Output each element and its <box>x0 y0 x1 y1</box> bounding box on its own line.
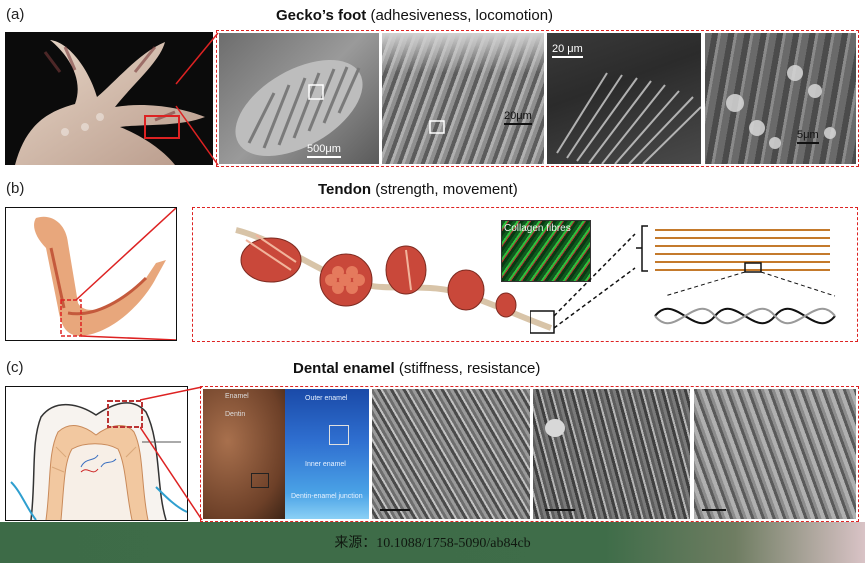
source-footer <box>0 522 865 563</box>
panel-a-scale-1-text: 500μm <box>307 143 341 155</box>
enamel-prisms-sem-1 <box>372 389 530 519</box>
enamel-prisms-sem-3 <box>694 389 856 519</box>
tendon-hierarchy-illustration <box>235 227 553 331</box>
panel-b-detail-frame <box>192 207 858 342</box>
sem-lamellae-image: 500μm <box>219 33 379 164</box>
dej-label: Dentin-enamel junction <box>291 493 363 500</box>
enamel-section-image: Enamel Dentin <box>203 389 285 519</box>
panel-b-title-bold: Tendon <box>318 181 372 198</box>
panel-a-scale-4: 5μm <box>797 129 819 144</box>
panel-a-scale-4-text: 5μm <box>797 129 819 141</box>
sem-setae-image: 20μm <box>382 33 544 164</box>
dentin-label: Dentin <box>225 411 246 418</box>
panel-a-scale-3: 20 μm <box>552 43 583 58</box>
panel-b-title-rest: (strength, movement) <box>371 181 518 198</box>
panel-c-title-rest: (stiffness, resistance) <box>394 360 541 377</box>
panel-a-sem-frame <box>216 30 859 167</box>
collagen-fibres-inset: Collagen fibres <box>501 220 591 282</box>
panel-b-title: Tendon (strength, movement) <box>318 181 518 198</box>
panel-a-scale-3-text: 20 μm <box>552 43 583 55</box>
collagen-fibres-label: Collagen fibres <box>504 223 571 234</box>
source-citation: 来源：10.1088/1758-5090/ab84cb <box>334 536 531 551</box>
panel-a-letter: (a) <box>6 6 25 23</box>
enamel-prisms-sem-2 <box>533 389 690 519</box>
panel-b-letter: (b) <box>6 180 25 197</box>
outer-enamel-label: Outer enamel <box>305 395 348 402</box>
enamel-label: Enamel <box>225 393 249 400</box>
sem-setae-closeup-image: 20 μm <box>547 33 701 164</box>
panel-c-title-bold: Dental enamel <box>293 360 395 377</box>
sem-spatulae-image: 5μm <box>705 33 856 164</box>
panel-c-zoom-lines <box>140 386 203 521</box>
enamel-layers-image: Outer enamel Inner enamel Dentin-enamel … <box>285 389 369 519</box>
collagen-molecule-diagram <box>530 225 836 334</box>
panel-c-detail-frame <box>200 386 859 522</box>
panel-c-letter: (c) <box>6 359 24 376</box>
panel-a-scale-2: 20μm <box>504 110 532 125</box>
panel-a-title-bold: Gecko’s foot <box>276 7 367 24</box>
panel-c-title: Dental enamel (stiffness, resistance) <box>293 360 540 377</box>
panel-a-title-rest: (adhesiveness, locomotion) <box>366 7 554 24</box>
inner-enamel-label: Inner enamel <box>305 461 346 468</box>
panel-a-scale-2-text: 20μm <box>504 110 532 122</box>
gecko-foot-image <box>5 32 213 165</box>
panel-a-scale-1: 500μm <box>307 143 341 158</box>
panel-a-title: Gecko’s foot (adhesiveness, locomotion) <box>276 7 553 24</box>
panel-a-zoom-lines <box>175 32 219 166</box>
arm-image-frame <box>5 207 177 341</box>
